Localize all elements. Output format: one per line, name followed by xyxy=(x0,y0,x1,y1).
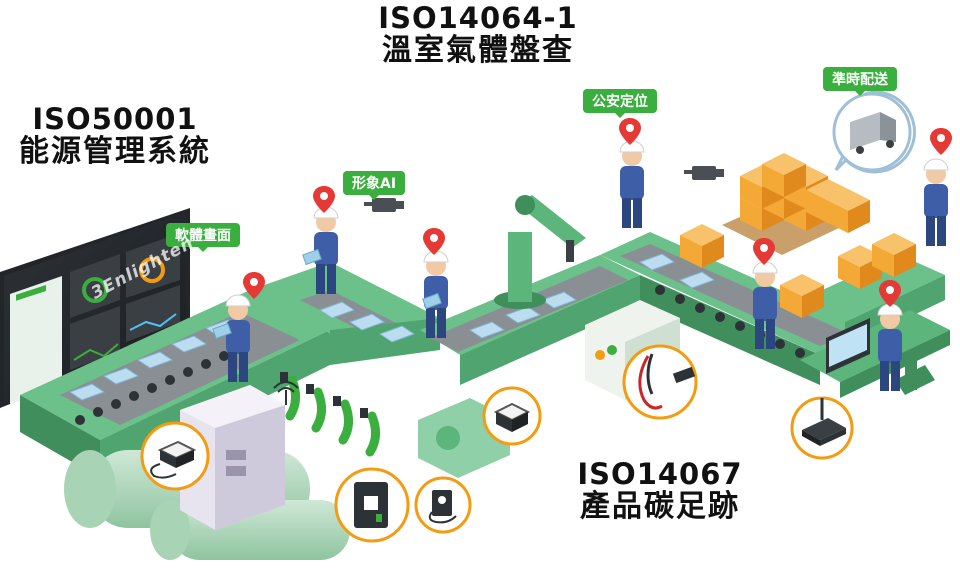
iso14064-label: ISO14064-1 溫室氣體盤查 xyxy=(378,2,578,68)
iso14067-code: ISO14067 xyxy=(577,457,743,491)
tag-software-screen: 軟體畫面 xyxy=(166,223,240,252)
iso50001-code: ISO50001 xyxy=(32,102,198,136)
wifi-antenna xyxy=(273,381,299,405)
callout-sensor-small xyxy=(414,476,472,534)
tag-positioning: 公安定位 xyxy=(583,89,657,118)
iso14067-name: 產品碳足跡 xyxy=(580,489,740,525)
robot-arm xyxy=(494,195,586,309)
iso14067-label: ISO14067 產品碳足跡 xyxy=(560,458,760,524)
cargo-boxes xyxy=(680,153,916,318)
truck-delivery-bubble xyxy=(832,90,916,174)
callout-gateway-1 xyxy=(140,421,210,491)
callout-ct-clamp xyxy=(334,467,410,543)
callout-rogowski-coil xyxy=(622,344,698,420)
iso50001-label: ISO50001 能源管理系統 xyxy=(0,103,230,169)
callout-wireless-router xyxy=(790,396,854,460)
tag-on-time-delivery: 準時配送 xyxy=(823,67,897,96)
software-dashboard-screen xyxy=(0,208,190,408)
iso50001-name: 能源管理系統 xyxy=(19,134,211,170)
iso14064-name: 溫室氣體盤查 xyxy=(382,33,574,69)
iso14064-code: ISO14064-1 xyxy=(378,1,578,35)
callout-gateway-2 xyxy=(482,386,542,446)
tag-image-ai: 形象AI xyxy=(343,171,406,200)
